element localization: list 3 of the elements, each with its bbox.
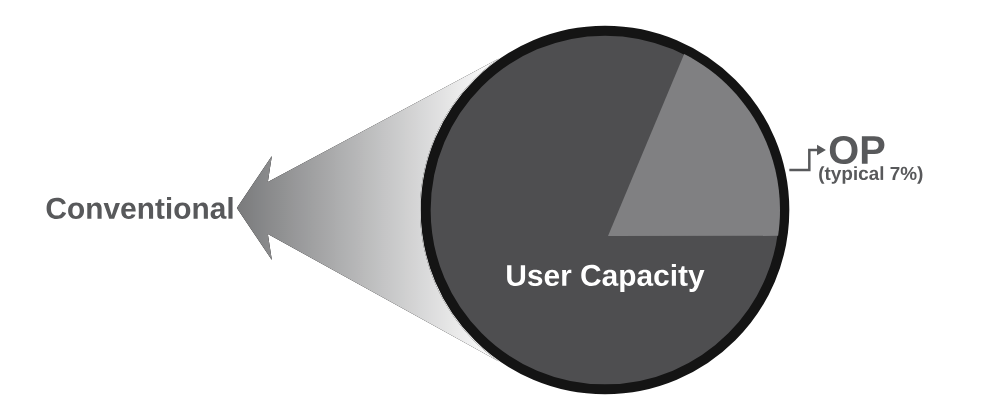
pie-slice: [608, 53, 780, 236]
label: Conventional: [46, 197, 233, 219]
callout-label: OP (typical 7%): [819, 135, 923, 184]
